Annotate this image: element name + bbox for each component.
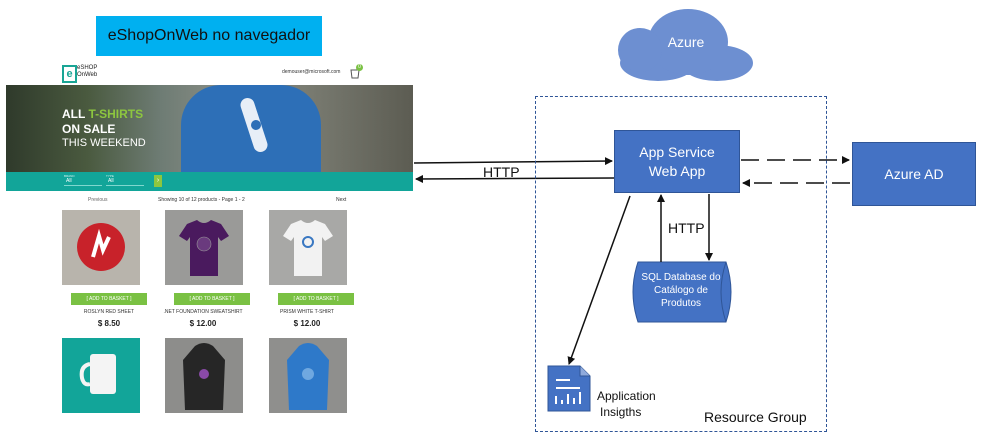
- catalog-filter-bar: BRAND All TYPE All ›: [6, 172, 413, 191]
- title-banner: eShopOnWeb no navegador: [96, 16, 322, 56]
- knife-graphic-icon: [240, 98, 268, 152]
- product-image-purple-tshirt[interactable]: [165, 210, 243, 285]
- http-db-label: HTTP: [668, 220, 705, 236]
- resource-group-boundary: [535, 96, 827, 432]
- add-to-basket-button[interactable]: [ ADD TO BASKET ]: [278, 293, 354, 305]
- product-image-blue-hoodie[interactable]: [269, 338, 347, 413]
- pager-next-link[interactable]: Next: [336, 197, 347, 203]
- product-price: $ 12.00: [189, 319, 217, 328]
- product-card: [165, 210, 243, 290]
- product-card: [269, 338, 347, 418]
- product-card: [62, 210, 140, 290]
- pager-previous-link[interactable]: Previous: [88, 197, 108, 203]
- brand-filter[interactable]: BRAND All: [64, 174, 102, 186]
- product-name: .NET FOUNDATION SWEATSHIRT: [163, 309, 243, 315]
- user-email-menu[interactable]: demouser@microsoft.com: [282, 69, 341, 75]
- arrow-app-to-insights: [567, 195, 631, 365]
- application-insights-icon: [547, 365, 591, 412]
- type-filter[interactable]: TYPE All: [106, 174, 144, 186]
- app-service-line1: App Service: [639, 143, 715, 160]
- eshop-logo-text: eSHOP OnWeb: [77, 65, 97, 79]
- browser-window: e eSHOP OnWeb demouser@microsoft.com 0 A…: [6, 60, 413, 422]
- sql-line3: Produtos: [660, 298, 702, 309]
- eshop-logo-icon[interactable]: e: [62, 65, 77, 83]
- hero-banner: ALL T-SHIRTS ON SALE THIS WEEKEND: [6, 85, 413, 172]
- resource-group-label: Resource Group: [704, 409, 807, 425]
- hero-line2: ON SALE: [62, 122, 116, 136]
- basket-count-badge: 0: [356, 64, 363, 71]
- brand-filter-label: BRAND: [64, 174, 75, 178]
- arrow-browser-to-app: [413, 157, 613, 166]
- hero-line1-highlight: T-SHIRTS: [88, 107, 144, 121]
- application-insights-label: Application Insigths: [597, 388, 656, 420]
- pager-info: Showing 10 of 12 products - Page 1 - 2: [158, 197, 245, 203]
- product-image-black-hoodie[interactable]: [165, 338, 243, 413]
- add-to-basket-button[interactable]: [ ADD TO BASKET ]: [71, 293, 147, 305]
- product-name: PRISM WHITE T-SHIRT: [280, 309, 334, 315]
- sql-line1: SQL Database do: [641, 272, 721, 283]
- insights-line2: Insigths: [600, 405, 642, 419]
- product-image-white-tshirt[interactable]: [269, 210, 347, 285]
- product-image-white-mug[interactable]: [62, 338, 140, 413]
- filter-apply-button[interactable]: ›: [154, 175, 162, 187]
- azure-cloud-icon: [618, 9, 753, 81]
- type-filter-select[interactable]: All: [106, 178, 144, 186]
- product-price: $ 8.50: [97, 319, 121, 328]
- sql-line2: Catálogo de: [654, 285, 708, 296]
- brand-filter-select[interactable]: All: [64, 178, 102, 186]
- hero-headline: ALL T-SHIRTS: [62, 107, 143, 121]
- product-card: [269, 210, 347, 290]
- product-card: [165, 338, 243, 418]
- logo-line1: eSHOP: [77, 65, 98, 71]
- hero-line3: THIS WEEKEND: [62, 137, 146, 149]
- product-image-red-badge[interactable]: [62, 210, 140, 285]
- app-service-node: App Service Web App: [614, 130, 740, 193]
- add-to-basket-button[interactable]: [ ADD TO BASKET ]: [174, 293, 250, 305]
- shop-header: e eSHOP OnWeb demouser@microsoft.com 0: [6, 60, 413, 85]
- azure-ad-node: Azure AD: [852, 142, 976, 206]
- product-name: ROSLYN RED SHEET: [83, 309, 135, 315]
- http-browser-label: HTTP: [483, 164, 520, 180]
- sql-database-icon: [632, 261, 732, 323]
- chevron-right-icon: ›: [156, 177, 160, 184]
- logo-line2: OnWeb: [77, 72, 98, 78]
- type-filter-label: TYPE: [106, 174, 114, 178]
- hero-tshirt-image: [181, 85, 321, 172]
- arrow-app-to-browser: [415, 174, 615, 183]
- product-price: $ 12.00: [293, 319, 321, 328]
- app-service-line2: Web App: [648, 162, 706, 179]
- hero-line1-prefix: ALL: [62, 107, 89, 121]
- sql-database-label: SQL Database do Catálogo de Produtos: [631, 271, 731, 310]
- product-card: [62, 338, 140, 418]
- insights-line1: Application: [597, 389, 656, 403]
- azure-cloud-label: Azure: [667, 34, 705, 50]
